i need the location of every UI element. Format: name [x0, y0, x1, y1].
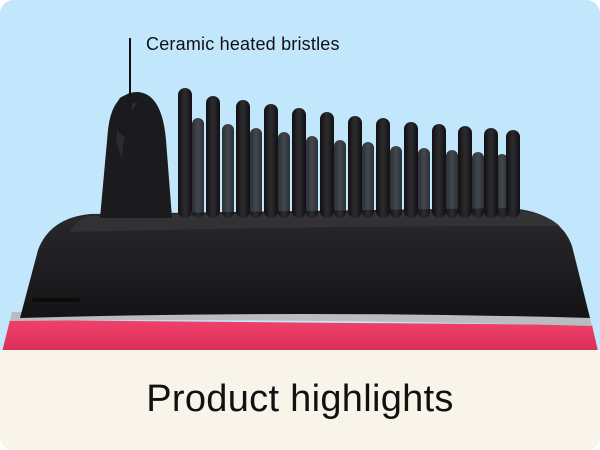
callout-pointer-line	[129, 38, 131, 96]
brush-base	[20, 208, 590, 318]
footer-title: Product highlights	[146, 377, 454, 420]
ceramic-bristles	[178, 88, 520, 218]
silver-rim	[10, 311, 592, 326]
footer-banner: Product highlights	[0, 350, 600, 450]
side-slot	[32, 298, 80, 302]
callout-label: Ceramic heated bristles	[146, 34, 340, 54]
front-paddle	[100, 92, 172, 218]
